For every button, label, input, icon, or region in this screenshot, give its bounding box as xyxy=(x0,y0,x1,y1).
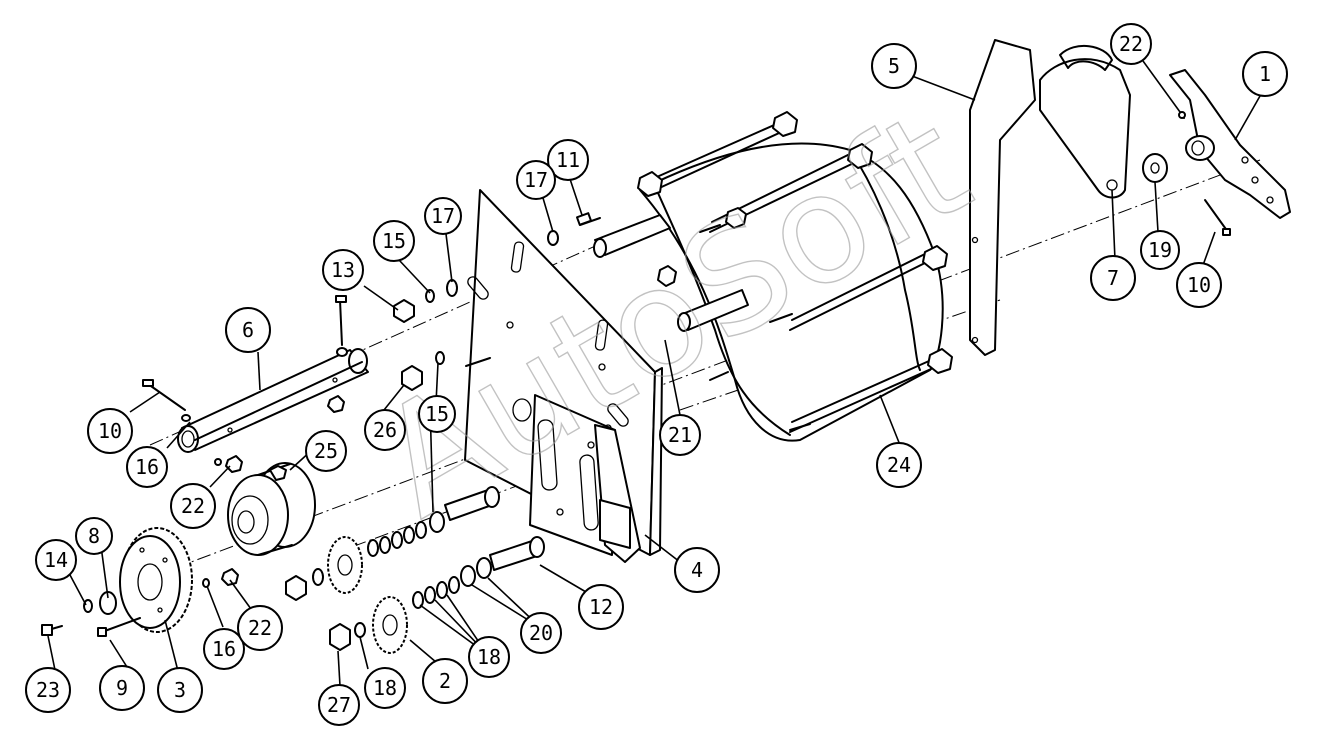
callout-15-upper: 15 xyxy=(373,220,415,262)
callout-10-right: 10 xyxy=(1176,262,1222,308)
idler-sprocket-upper xyxy=(327,536,363,594)
callout-4: 4 xyxy=(674,547,720,593)
callout-15-upper-label: 15 xyxy=(382,229,406,253)
callout-26-label: 26 xyxy=(373,418,397,442)
callout-27: 27 xyxy=(318,684,360,726)
callout-22-top: 22 xyxy=(1110,23,1152,65)
callout-24: 24 xyxy=(876,442,922,488)
callout-16-lower: 16 xyxy=(203,628,245,670)
callout-16-lower-label: 16 xyxy=(212,637,236,661)
callout-3: 3 xyxy=(157,667,203,713)
callout-18-right-label: 18 xyxy=(477,645,501,669)
mounting-plate xyxy=(464,189,663,563)
callout-20: 20 xyxy=(520,612,562,654)
sprocket-2 xyxy=(372,596,408,654)
callout-26: 26 xyxy=(364,409,406,451)
callout-21-label: 21 xyxy=(668,423,692,447)
callout-1: 1 xyxy=(1242,51,1288,97)
callout-22-top-label: 22 xyxy=(1119,32,1143,56)
washer-stacks xyxy=(367,486,545,609)
callout-10-left-label: 10 xyxy=(98,419,122,443)
callout-19-label: 19 xyxy=(1148,238,1172,262)
callout-20-label: 20 xyxy=(529,621,553,645)
cover-plate xyxy=(1039,44,1131,199)
callout-13: 13 xyxy=(322,249,364,291)
callout-24-label: 24 xyxy=(887,453,911,477)
drum-housing xyxy=(593,111,953,442)
callout-11: 11 xyxy=(547,139,589,181)
washer-19 xyxy=(1142,153,1168,183)
callout-11-label: 11 xyxy=(556,148,580,172)
upper-fasteners xyxy=(393,212,601,391)
callout-23-label: 23 xyxy=(36,678,60,702)
callout-22-mid-label: 22 xyxy=(181,494,205,518)
callout-16-upper: 16 xyxy=(126,446,168,488)
callout-17-left: 17 xyxy=(424,197,462,235)
callout-8-label: 8 xyxy=(88,524,100,548)
callout-12: 12 xyxy=(578,584,624,630)
callout-2-label: 2 xyxy=(439,669,451,693)
callout-16-upper-label: 16 xyxy=(135,455,159,479)
callout-9-label: 9 xyxy=(116,676,128,700)
callout-8: 8 xyxy=(75,517,113,555)
callout-5: 5 xyxy=(871,43,917,89)
callout-1-label: 1 xyxy=(1259,62,1271,86)
callout-6-label: 6 xyxy=(242,318,254,342)
callout-6: 6 xyxy=(225,307,271,353)
callout-15-lower: 15 xyxy=(418,395,456,433)
callout-17-right-label: 17 xyxy=(524,168,548,192)
shaft-tube xyxy=(142,295,369,453)
callout-5-label: 5 xyxy=(888,54,900,78)
callout-22-low-label: 22 xyxy=(248,616,272,640)
callout-13-label: 13 xyxy=(331,258,355,282)
callout-17-right: 17 xyxy=(516,160,556,200)
callout-19: 19 xyxy=(1140,230,1180,270)
clutch-hub xyxy=(227,462,316,556)
callout-15-lower-label: 15 xyxy=(425,402,449,426)
small-fasteners xyxy=(41,111,1231,651)
callout-18-left: 18 xyxy=(364,667,406,709)
callout-14-label: 14 xyxy=(44,548,68,572)
callout-10-left: 10 xyxy=(87,408,133,454)
callout-18-left-label: 18 xyxy=(373,676,397,700)
callout-27-label: 27 xyxy=(327,693,351,717)
callout-3-label: 3 xyxy=(174,678,186,702)
callout-9: 9 xyxy=(99,665,145,711)
callout-10-right-label: 10 xyxy=(1187,273,1211,297)
lever-bracket xyxy=(1169,69,1291,219)
callout-7-label: 7 xyxy=(1107,266,1119,290)
callout-7: 7 xyxy=(1090,255,1136,301)
callout-18-right: 18 xyxy=(468,636,510,678)
callout-25-label: 25 xyxy=(314,439,338,463)
callout-17-left-label: 17 xyxy=(431,204,455,228)
callout-23: 23 xyxy=(25,667,71,713)
large-sprocket xyxy=(119,527,193,633)
side-plate xyxy=(969,39,1036,356)
callout-21: 21 xyxy=(659,414,701,456)
callout-2: 2 xyxy=(422,658,468,704)
callout-25: 25 xyxy=(305,430,347,472)
callout-22-low: 22 xyxy=(237,605,283,651)
callout-14: 14 xyxy=(35,539,77,581)
callout-22-mid: 22 xyxy=(170,483,216,529)
callout-12-label: 12 xyxy=(589,595,613,619)
callout-4-label: 4 xyxy=(691,558,703,582)
